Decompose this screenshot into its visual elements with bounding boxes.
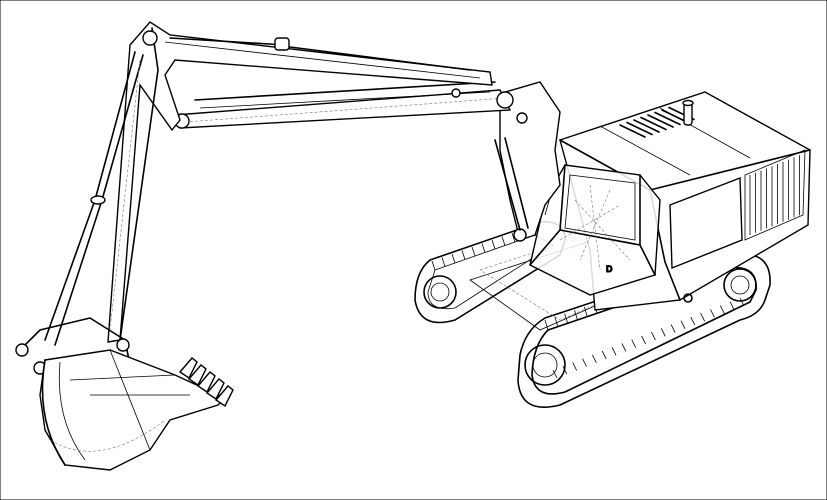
track-shoe [544,319,558,379]
cab-mark: D [606,264,613,274]
vent-slot [626,121,653,136]
track-shoe [471,246,476,257]
track-shoe [491,239,496,250]
track-shoe [574,310,587,367]
bucket [15,317,234,471]
side-panel [669,176,743,270]
track-shoe [501,236,506,246]
exhaust-pipe [683,102,693,126]
vent-slot [647,114,674,128]
track-shoe [461,250,466,260]
bucket-tooth [205,378,225,401]
track-shoe [481,243,486,253]
bucket-tooth [214,385,234,408]
cab: D [529,164,661,296]
track-shoe [511,232,516,243]
vent-slot [619,124,646,138]
vent-slot [654,111,681,126]
vent-slot [640,116,667,131]
vent-slot [661,109,688,123]
track-shoe [451,253,456,264]
bucket-tooth [196,371,216,394]
track-shoe [583,306,597,364]
bucket-tooth [178,357,198,380]
vent-slot [633,119,660,133]
track-shoe [431,260,436,271]
track-shoe [441,257,446,267]
bucket-tooth [187,364,207,387]
